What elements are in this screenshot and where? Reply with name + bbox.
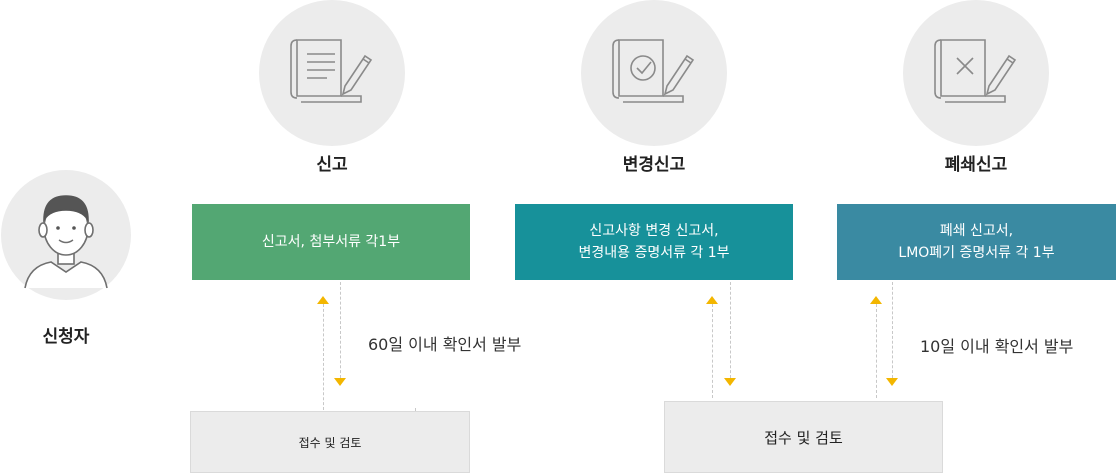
connector-line (712, 304, 713, 398)
arrow-down-icon (886, 378, 898, 386)
change-icon-circle (581, 0, 727, 146)
connector-line (415, 408, 416, 412)
arrow-up-icon (870, 296, 882, 304)
report-documents-box: 신고서, 첨부서류 각1부 (192, 204, 470, 280)
applicant-avatar (1, 170, 131, 300)
change-report-title: 변경신고 (622, 155, 686, 175)
issue-note-10-days: 10일 이내 확인서 발부 (920, 337, 1074, 356)
connector-line (892, 282, 893, 378)
arrow-up-icon (317, 296, 329, 304)
connector-line (730, 282, 731, 378)
issue-note-60-days: 60일 이내 확인서 발부 (368, 335, 522, 354)
arrow-up-icon (706, 296, 718, 304)
document-close-icon (934, 39, 1017, 103)
report-title: 신고 (316, 155, 348, 175)
arrow-down-icon (724, 378, 736, 386)
close-icon-circle (903, 0, 1049, 146)
connector-line (340, 282, 341, 378)
arrow-down-icon (334, 378, 346, 386)
change-documents-box: 신고사항 변경 신고서, 변경내용 증명서류 각 1부 (515, 204, 793, 280)
connector-line (876, 304, 877, 398)
connector-line (323, 304, 324, 410)
close-report-title: 폐쇄신고 (944, 155, 1008, 175)
person-icon (24, 195, 108, 289)
report-icon-circle (259, 0, 405, 146)
close-documents-box: 폐쇄 신고서, LMO폐기 증명서류 각 1부 (837, 204, 1116, 280)
applicant-label: 신청자 (42, 327, 90, 347)
document-write-icon (290, 39, 373, 103)
document-check-icon (612, 39, 695, 103)
review-box-report: 접수 및 검토 (190, 411, 470, 473)
review-box-change-close: 접수 및 검토 (664, 401, 943, 473)
